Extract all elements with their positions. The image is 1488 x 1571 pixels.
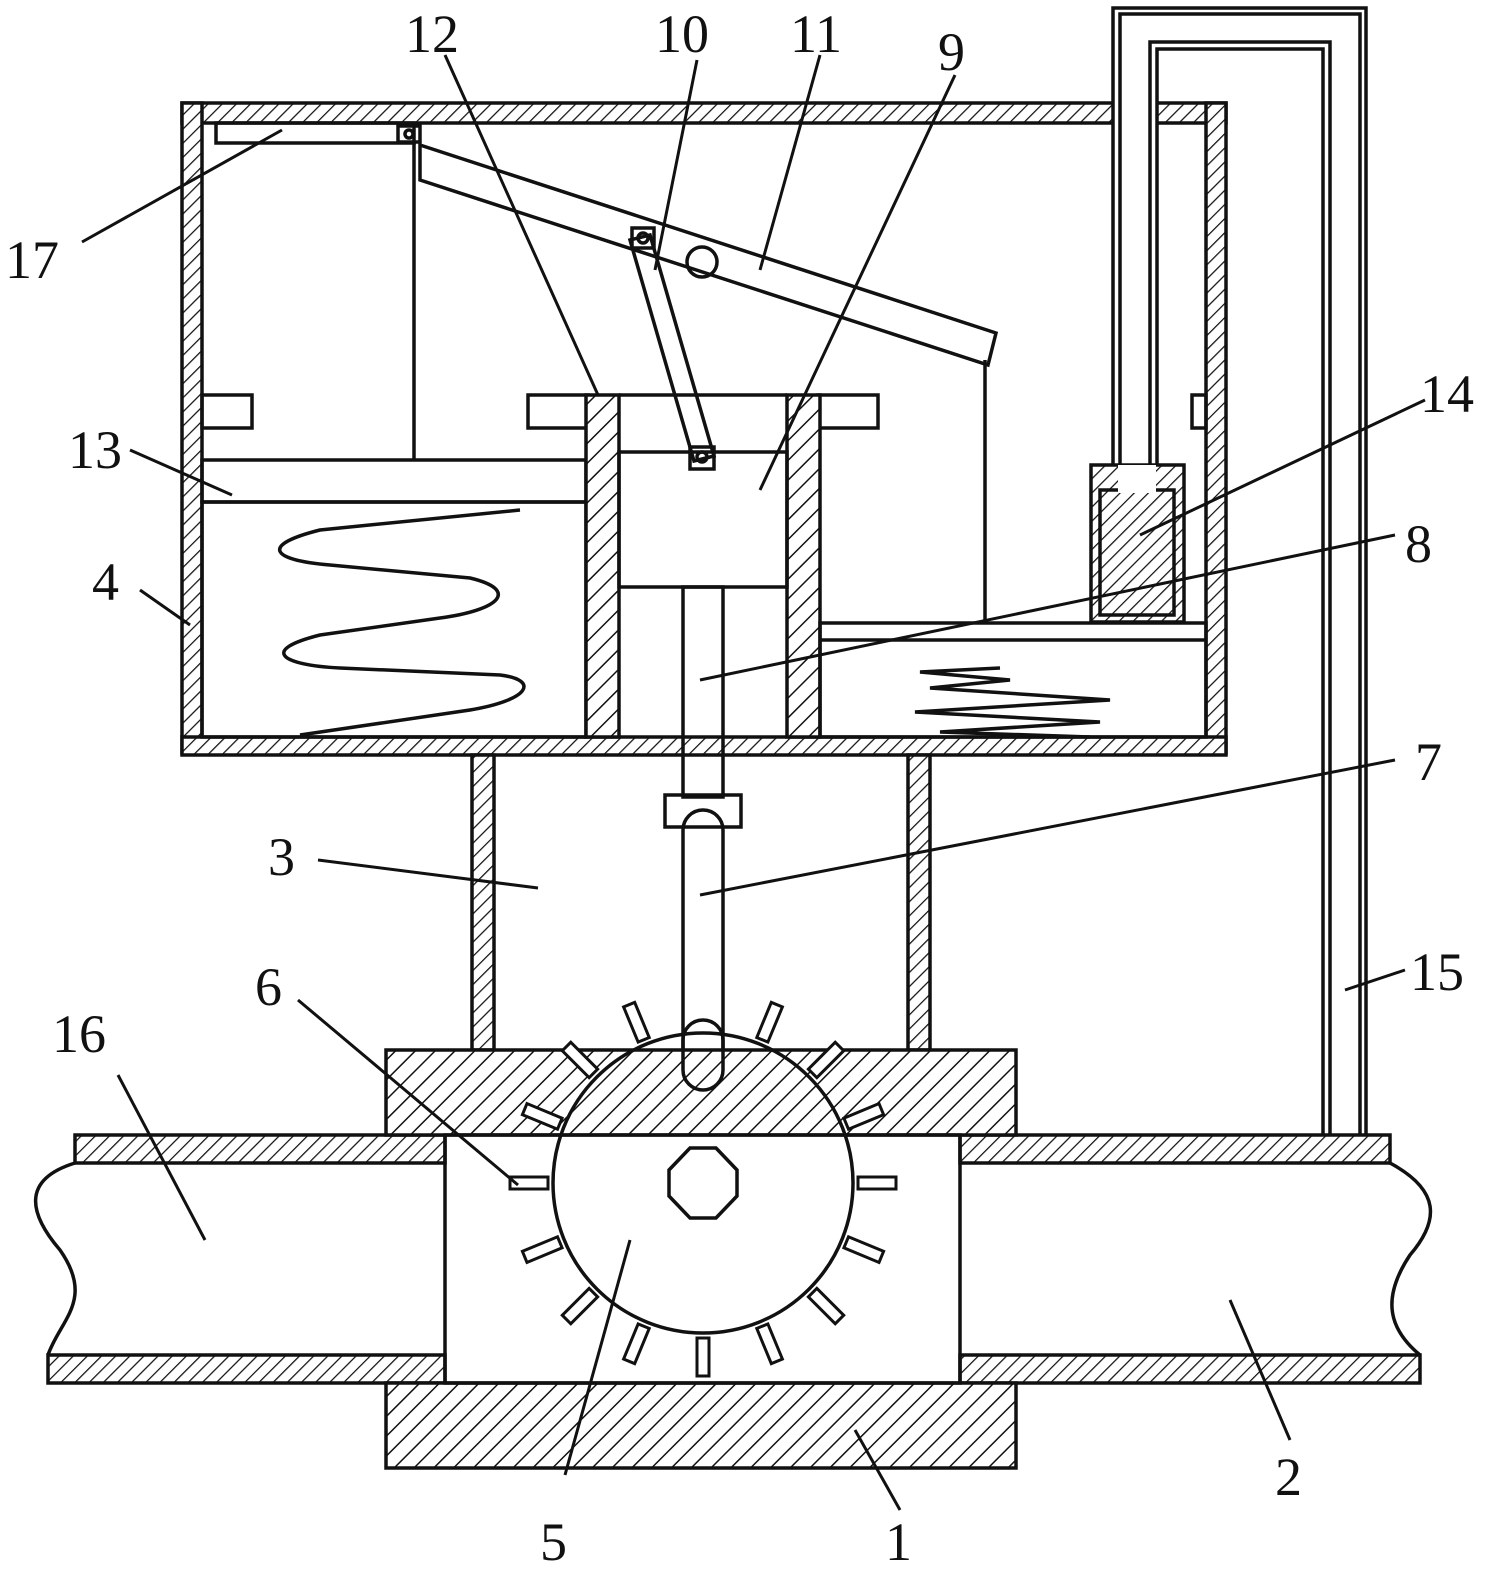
left-chamber — [200, 500, 588, 739]
tube-15 — [1111, 6, 1368, 1135]
impeller-blade — [841, 1101, 886, 1132]
label-16: 16 — [52, 1004, 106, 1064]
label-5: 5 — [540, 1512, 567, 1571]
impeller-blade — [754, 1321, 785, 1366]
impeller-blade — [560, 1040, 600, 1080]
base-1 — [384, 1048, 1018, 1470]
impeller-blade — [754, 1000, 785, 1045]
right-chamber — [818, 621, 1208, 739]
label-7: 7 — [1415, 732, 1442, 792]
impeller-blade — [806, 1040, 846, 1080]
label-17: 17 — [5, 230, 59, 290]
label-10: 10 — [655, 4, 709, 64]
impeller-blade — [560, 1286, 600, 1326]
impeller-blade — [806, 1286, 846, 1326]
label-11: 11 — [790, 4, 842, 64]
impeller-blades-6 — [508, 1000, 898, 1378]
top-slider-17 — [214, 121, 422, 145]
label-1: 1 — [885, 1512, 912, 1571]
press-plate-13 — [200, 458, 588, 504]
label-13: 13 — [68, 420, 122, 480]
impeller-blade — [621, 1000, 652, 1045]
nozzle-14 — [1089, 463, 1186, 624]
label-4: 4 — [92, 552, 119, 612]
impeller-blade — [508, 1175, 550, 1191]
impeller-blade — [841, 1234, 886, 1265]
label-8: 8 — [1405, 514, 1432, 574]
label-2: 2 — [1275, 1447, 1302, 1507]
label-14: 14 — [1420, 364, 1474, 424]
lever-11 — [418, 142, 999, 368]
pipe — [33, 1133, 1433, 1385]
link-10 — [627, 226, 717, 471]
piston-rod-8 — [681, 585, 725, 799]
label-9: 9 — [938, 22, 965, 82]
label-15: 15 — [1410, 942, 1464, 1002]
label-6: 6 — [255, 957, 282, 1017]
spring — [278, 508, 526, 737]
connecting-rod-7 — [663, 793, 743, 1092]
impeller-blade — [856, 1175, 898, 1191]
label-12: 12 — [405, 4, 459, 64]
impeller-blade — [621, 1321, 652, 1366]
impeller-5 — [508, 1000, 898, 1378]
impeller-blade — [520, 1234, 565, 1265]
impeller-blade — [520, 1101, 565, 1132]
leader-lines — [81, 54, 1426, 1511]
label-3: 3 — [268, 827, 295, 887]
piston-9 — [617, 450, 789, 589]
part-labels: 17 12 10 11 9 14 13 8 4 7 3 15 6 16 5 1 … — [5, 4, 1474, 1571]
support-column-3 — [470, 753, 932, 1052]
impeller-blade — [695, 1336, 711, 1378]
